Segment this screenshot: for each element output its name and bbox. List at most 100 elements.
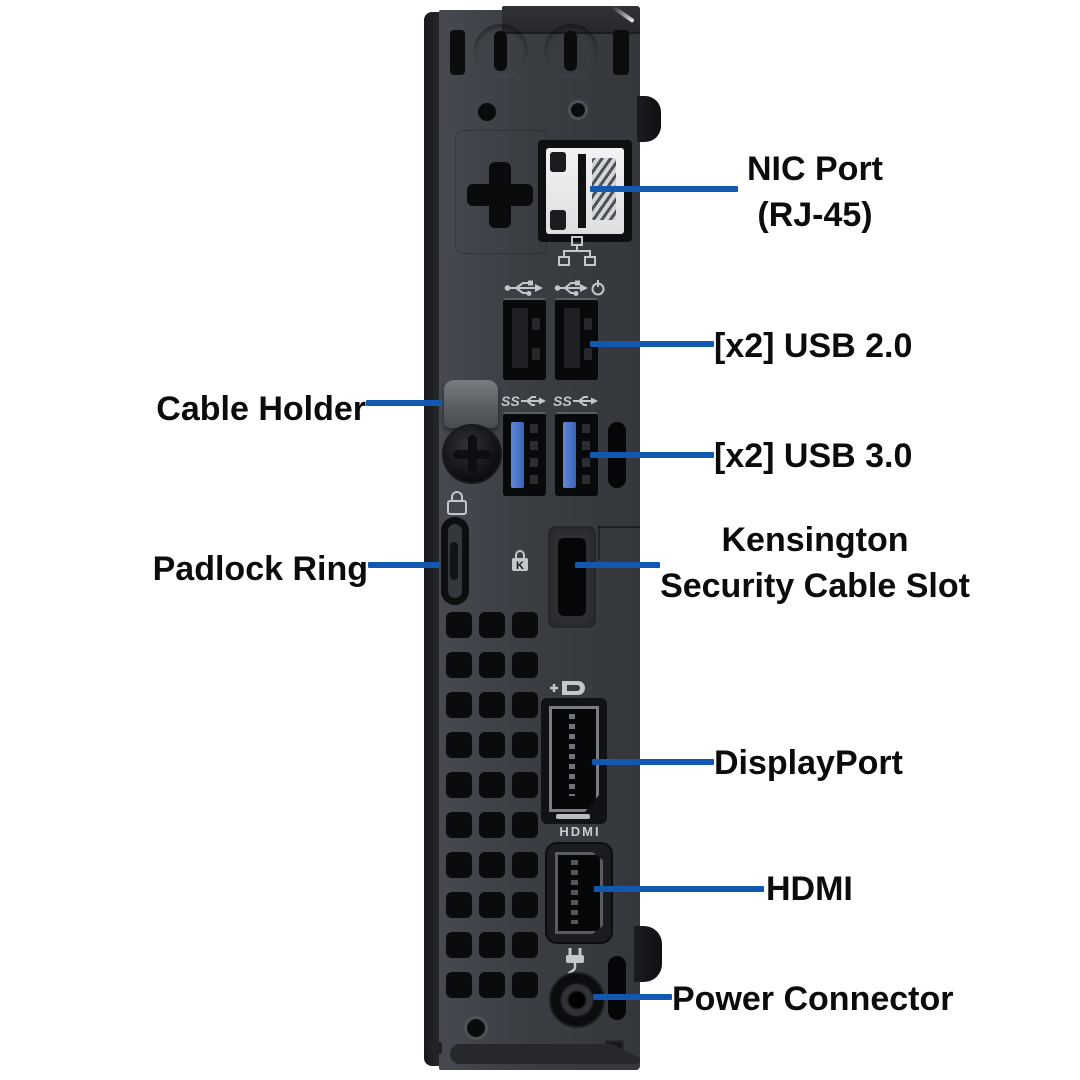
vent-hole (512, 652, 538, 678)
svg-text:SS: SS (501, 393, 520, 409)
keyhole-slot-right (564, 31, 577, 71)
callout-hdmi-label: HDMI (766, 870, 853, 908)
leader-line-displayport (592, 759, 714, 765)
panel-seam-line (598, 526, 640, 528)
rj45-latch-top (550, 152, 566, 172)
usb2-port-2 (555, 298, 598, 380)
vent-hole (512, 732, 538, 758)
callout-line: NIC Port (747, 150, 883, 188)
usb3-port-1 (503, 412, 546, 496)
usb-power-icon (554, 280, 605, 296)
padlock-ring-slot (450, 542, 458, 580)
usb3-pins (530, 424, 538, 486)
usb2-port-1 (503, 298, 546, 380)
vent-hole (479, 692, 505, 718)
power-connector-port (549, 972, 605, 1028)
bottom-notch-left (430, 1042, 442, 1054)
displayport-icon (550, 681, 585, 695)
vent-hole (479, 612, 505, 638)
keyhole-slot-left (494, 31, 507, 71)
vent-hole (512, 932, 538, 958)
callout-kensington-label: Kensington Security Cable Slot (630, 517, 1000, 609)
rj45-latch-bottom (550, 210, 566, 230)
screw-hole-top-right (568, 100, 588, 120)
ethernet-icon (558, 236, 596, 266)
leader-line-usb2 (590, 341, 714, 347)
usb3-port-2 (555, 412, 598, 496)
callout-power-label: Power Connector (672, 980, 954, 1018)
vent-hole (479, 772, 505, 798)
callout-cable-holder-label: Cable Holder (156, 390, 366, 428)
screw-hole-top-left (478, 103, 496, 121)
vent-hole (479, 932, 505, 958)
leader-line-power (593, 994, 672, 1000)
ss-usb-icon: SS (501, 393, 546, 409)
vent-hole (479, 732, 505, 758)
mount-slot-left (450, 30, 465, 75)
usb-icon (504, 280, 543, 296)
svg-text:SS: SS (553, 393, 572, 409)
screw-hole-bottom (464, 1016, 488, 1040)
screw-cross-vertical (468, 435, 477, 473)
mount-slot-right (613, 30, 629, 75)
usb3-blue-tongue (511, 422, 524, 488)
vent-hole (446, 892, 472, 918)
cable-holder-knob (444, 380, 498, 428)
callout-usb2-label: [x2] USB 2.0 (714, 327, 913, 365)
leader-line-padlock-ring (368, 562, 440, 568)
vent-hole (512, 812, 538, 838)
usb2-tongue (512, 308, 528, 368)
side-foot-bottom (634, 926, 662, 982)
displayport-pins (569, 714, 575, 796)
cable-holder-thumbscrew (442, 424, 502, 484)
vent-hole (512, 692, 538, 718)
usb-pin (532, 348, 540, 360)
leader-line-cable-holder (366, 400, 442, 406)
callout-line: (RJ-45) (757, 196, 873, 234)
usb-pin (584, 348, 592, 360)
callout-padlock-ring-label: Padlock Ring (152, 550, 368, 588)
vent-hole (446, 932, 472, 958)
vent-hole (446, 692, 472, 718)
chassis-bottom-lip (450, 1044, 640, 1064)
ss-usb-icon: SS (553, 393, 598, 409)
vent-hole (479, 892, 505, 918)
vent-hole (446, 652, 472, 678)
vent-hole (446, 812, 472, 838)
leader-line-nic (590, 186, 738, 192)
usb2-tongue (564, 308, 580, 368)
side-foot-top (637, 96, 661, 142)
vent-hole (512, 972, 538, 998)
vent-grid (446, 612, 538, 998)
svg-text:K: K (516, 560, 524, 572)
vent-hole (512, 892, 538, 918)
vent-hole (479, 852, 505, 878)
hdmi-printed-label: HDMI (559, 824, 601, 839)
callout-nic-label: NIC Port (RJ-45) (700, 146, 930, 238)
leader-line-usb3 (590, 452, 714, 458)
kensington-slot (558, 538, 586, 616)
vent-hole (512, 612, 538, 638)
usb3-blue-tongue (563, 422, 576, 488)
bottom-slot (608, 956, 626, 1020)
vent-hole (512, 772, 538, 798)
vent-hole (479, 972, 505, 998)
kensington-lock-icon: K (512, 550, 528, 572)
leader-line-hdmi (594, 886, 764, 892)
padlock-icon (447, 491, 467, 515)
displayport-highlight (556, 814, 590, 819)
usb-pin (532, 318, 540, 330)
plus-cutout-horizontal (467, 184, 533, 206)
vent-hole (446, 772, 472, 798)
rj45-center-bar (578, 154, 586, 228)
leader-line-kensington (575, 562, 660, 568)
hdmi-port (555, 852, 603, 934)
chassis-side-panel (424, 12, 441, 1066)
usb3-pins (582, 424, 590, 486)
vent-hole (479, 652, 505, 678)
callout-line: Security Cable Slot (660, 567, 970, 605)
vent-hole (446, 972, 472, 998)
callout-displayport-label: DisplayPort (714, 744, 903, 782)
hdmi-pins (571, 860, 578, 924)
